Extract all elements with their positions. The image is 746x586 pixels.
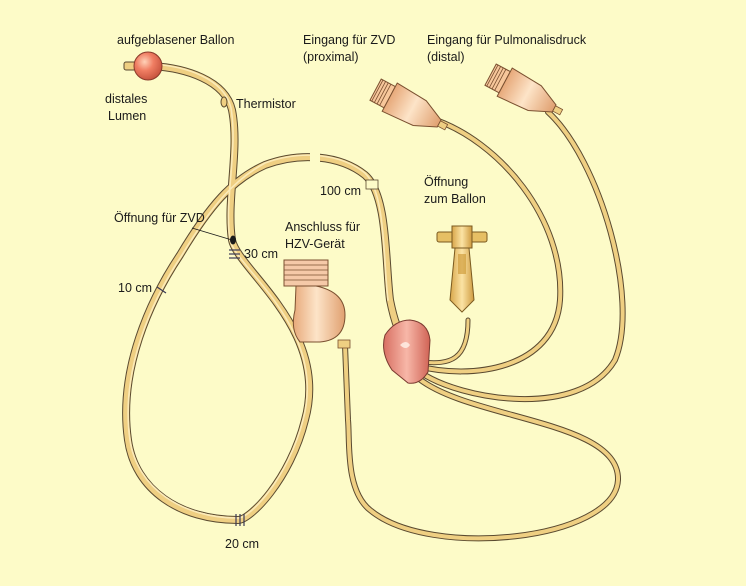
label-zvd-input-2: (proximal) (303, 50, 359, 64)
branch-tubes (342, 109, 626, 542)
label-hzv-2: HZV-Gerät (285, 237, 345, 251)
zvd-connector (369, 78, 449, 131)
catheter-hub (383, 319, 431, 384)
hzv-connector (283, 259, 351, 349)
length-markers (156, 249, 245, 526)
label-10cm: 10 cm (118, 281, 152, 295)
label-distal-lumen-1: distales (105, 92, 147, 106)
label-100cm: 100 cm (320, 184, 361, 198)
balloon-tip (123, 51, 163, 81)
label-zvd-input-1: Eingang für ZVD (303, 33, 395, 47)
label-pa-input-1: Eingang für Pulmonalisdruck (427, 33, 587, 47)
labels: aufgeblasener Ballon distales Lumen Ther… (105, 33, 587, 551)
label-balloon: aufgeblasener Ballon (117, 33, 234, 47)
label-pa-input-2: (distal) (427, 50, 465, 64)
length-break-mark (310, 150, 320, 164)
main-catheter (122, 62, 409, 524)
label-zvd-opening: Öffnung für ZVD (114, 211, 205, 225)
label-hzv-1: Anschluss für (285, 220, 360, 234)
label-30cm: 30 cm (244, 247, 278, 261)
label-thermistor: Thermistor (236, 97, 296, 111)
pa-connector (484, 63, 564, 116)
label-balloon-port-1: Öffnung (424, 175, 468, 189)
label-balloon-port-2: zum Ballon (424, 192, 486, 206)
balloon-valve (436, 225, 488, 313)
zvd-leader-line (191, 227, 233, 241)
label-distal-lumen-2: Lumen (108, 109, 146, 123)
thermistor-dot (220, 96, 228, 108)
zvd-opening-dot (230, 235, 236, 245)
label-20cm: 20 cm (225, 537, 259, 551)
marker-100cm-band (365, 179, 379, 190)
